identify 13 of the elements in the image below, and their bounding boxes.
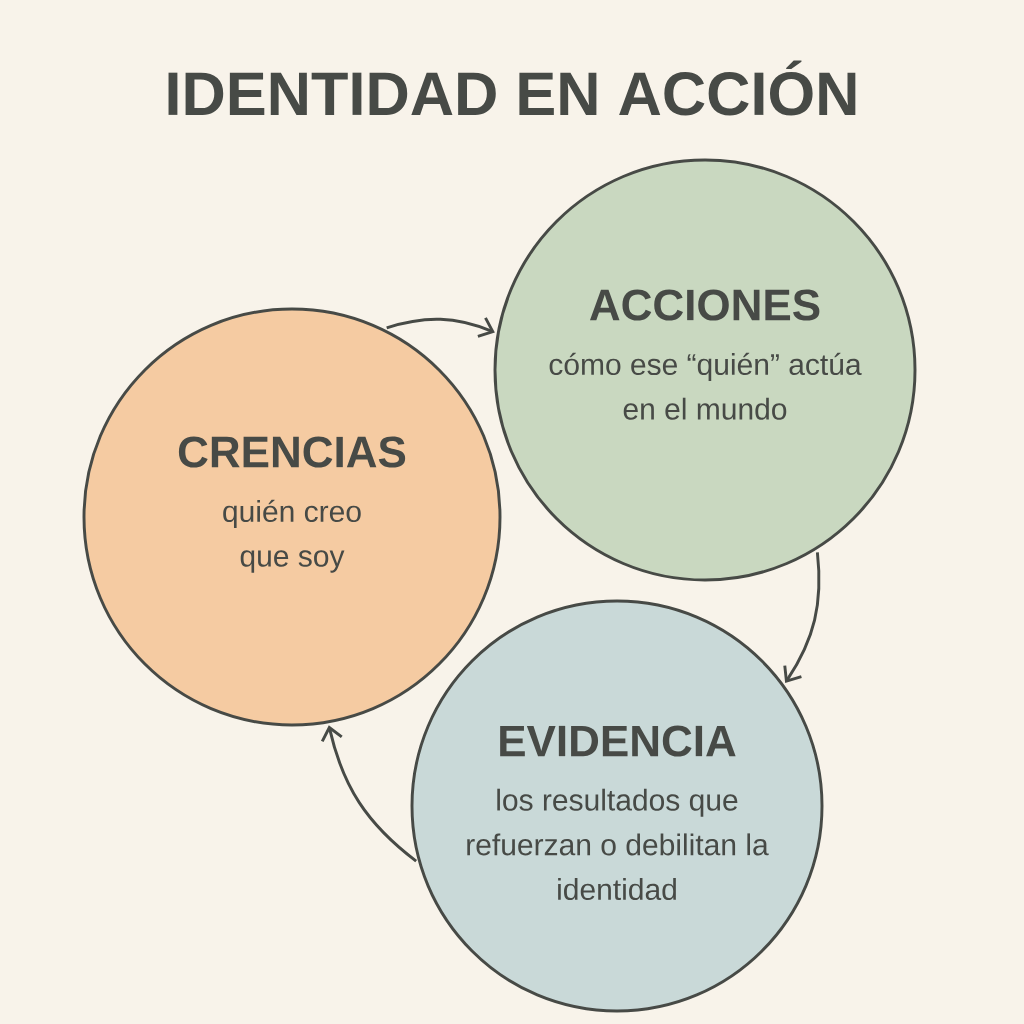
title: IDENTIDAD EN ACCIÓN (168, 60, 856, 116)
circle-node (493, 158, 917, 582)
circle-description: los resultados que refuerzan o debilitan la identidad (467, 788, 769, 901)
circle-heading: EVIDENCIA (500, 725, 736, 757)
circle-description: quién creo que soy (223, 499, 361, 573)
circle-description: cómo ese “quién” actúa en el mundo (549, 352, 862, 420)
circle-heading: CRENCIAS (178, 436, 406, 468)
circle-node (82, 307, 502, 727)
circle-node (410, 599, 824, 1013)
circle-heading: ACCIONES (589, 289, 820, 321)
arrow (783, 552, 821, 683)
arrow (320, 725, 418, 863)
arrow (386, 317, 495, 338)
